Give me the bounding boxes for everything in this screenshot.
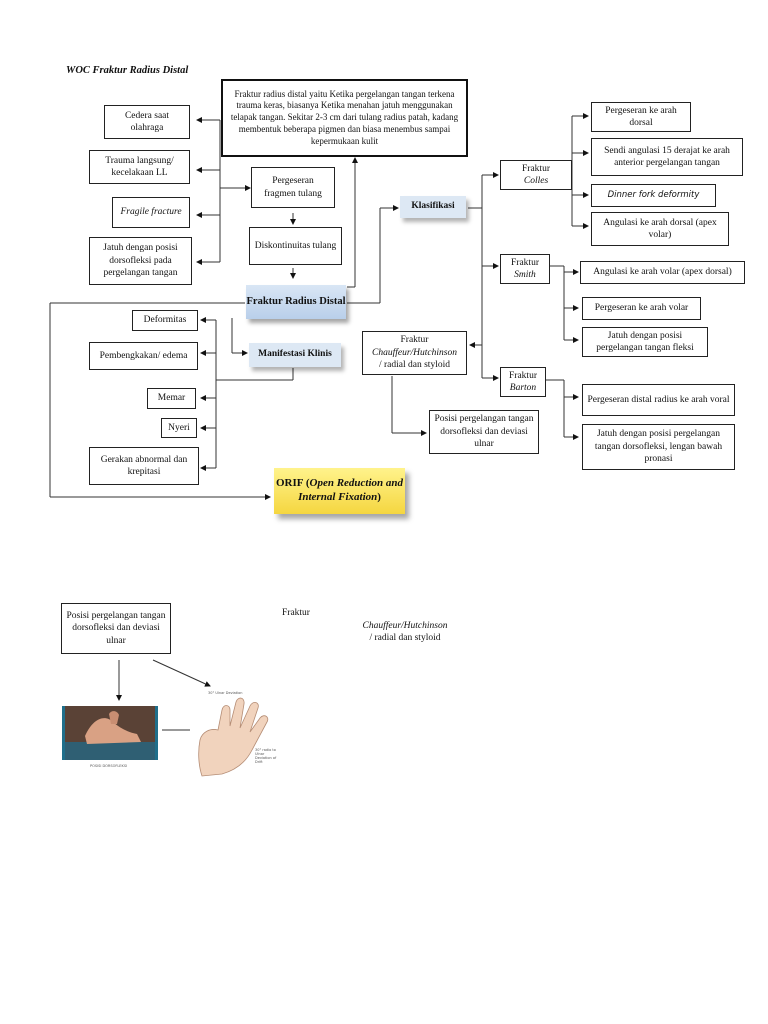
- detail-text: Pergeseran distal radius ke arah voral: [587, 394, 730, 405]
- definition-box: Fraktur radius distal yaitu Ketika perge…: [221, 79, 468, 157]
- hand-label-top: 30° Ulnar Deviation: [208, 691, 243, 695]
- colles-name: Colles: [523, 176, 549, 186]
- colles-word: Fraktur: [522, 163, 550, 174]
- barton-name: Barton: [509, 383, 537, 393]
- center-node: Fraktur Radius Distal: [246, 285, 346, 319]
- klasifikasi-text: Klasifikasi: [411, 201, 455, 212]
- detail-text: Dinner fork deformity: [607, 189, 700, 200]
- symptom-box-deformitas: Deformitas: [132, 310, 198, 331]
- smith-detail-3: Jatuh dengan posisi pergelangan tangan f…: [582, 327, 708, 357]
- center-text: Fraktur Radius Distal: [246, 296, 346, 308]
- barton-detail-2: Jatuh dengan posisi pergelangan tangan d…: [582, 424, 735, 470]
- symptom-text: Gerakan abnormal dan krepitasi: [100, 454, 188, 477]
- detail-text: Pergeseran ke arah dorsal: [605, 105, 677, 128]
- smith-detail-2: Pergeseran ke arah volar: [582, 297, 701, 320]
- smith-word: Fraktur: [511, 257, 539, 268]
- symptom-text: Deformitas: [143, 315, 187, 326]
- colles-detail-4: Angulasi ke arah dorsal (apex volar): [591, 212, 729, 246]
- hand-drawing: [198, 697, 269, 777]
- symptom-box-memar: Memar: [147, 388, 196, 409]
- lower-posisi-box: Posisi pergelangan tangan dorsofleksi da…: [61, 603, 171, 654]
- orif-node: ORIF (Open Reduction and Internal Fixati…: [274, 468, 405, 514]
- barton-detail-1: Pergeseran distal radius ke arah voral: [582, 384, 735, 416]
- detail-text: Jatuh dengan posisi pergelangan tangan f…: [596, 330, 694, 353]
- lower-posisi-text: Posisi pergelangan tangan dorsofleksi da…: [66, 610, 166, 646]
- chauffeur-name: Chauffeur/Hutchinson: [372, 347, 457, 358]
- diagram-title: WOC Fraktur Radius Distal: [66, 65, 189, 76]
- detail-text: Angulasi ke arah dorsal (apex volar): [603, 217, 717, 240]
- lower-fraktur-word: Fraktur: [282, 608, 310, 618]
- wrist-photo-caption: POSISI DORSOFLEKSI: [90, 764, 128, 768]
- lower-fraktur-name: Chauffeur/Hutchinson: [362, 621, 448, 631]
- cause-box-trauma: Trauma langsung/ kecelakaan LL: [89, 150, 190, 184]
- detail-text: Posisi pergelangan tangan dorsofleksi da…: [434, 414, 534, 450]
- smith-name: Smith: [514, 270, 536, 280]
- symptom-box-krepitasi: Gerakan abnormal dan krepitasi: [89, 447, 199, 485]
- colles-detail-2: Sendi angulasi 15 derajat ke arah anteri…: [591, 138, 743, 176]
- detail-text: Pergeseran ke arah volar: [594, 303, 689, 314]
- smith-detail-1: Angulasi ke arah volar (apex dorsal): [580, 261, 745, 284]
- lower-fraktur-label: Chauffeur/Hutchinson / radial dan styloi…: [350, 620, 460, 645]
- definition-text: Fraktur radius distal yaitu Ketika perge…: [230, 88, 459, 146]
- colles-detail-1: Pergeseran ke arah dorsal: [591, 102, 691, 132]
- cause-box-fragile: Fragile fracture: [112, 197, 190, 228]
- cause-text: Jatuh dengan posisi dorsofleksi pada per…: [103, 243, 178, 279]
- detail-text: Angulasi ke arah volar (apex dorsal): [593, 267, 732, 278]
- colles-detail-3: Dinner fork deformity: [591, 184, 716, 207]
- cause-box-jatuh: Jatuh dengan posisi dorsofleksi pada per…: [89, 237, 192, 285]
- symptom-text: Pembengkakan/ edema: [99, 350, 188, 361]
- klasifikasi-node: Klasifikasi: [400, 196, 466, 218]
- manifestasi-text: Manifestasi Klinis: [258, 349, 332, 360]
- symptom-text: Memar: [157, 393, 186, 404]
- mechanism-text: Diskontinuitas tulang: [254, 240, 337, 251]
- wrist-photo-drawing: [65, 706, 155, 760]
- cause-box-olahraga: Cedera saat olahraga: [104, 105, 190, 139]
- detail-text: Jatuh dengan posisi pergelangan tangan d…: [594, 429, 723, 465]
- wrist-photo: [62, 706, 158, 760]
- cause-text: Trauma langsung/ kecelakaan LL: [105, 155, 174, 178]
- cause-text: Cedera saat olahraga: [124, 110, 170, 133]
- mechanism-box-pergeseran: Pergeseran fragmen tulang: [251, 167, 335, 208]
- symptom-box-nyeri: Nyeri: [161, 418, 197, 438]
- orif-prefix: ORIF (: [275, 477, 310, 490]
- symptom-text: Nyeri: [168, 422, 190, 433]
- orif-italic-text: Open Reduction and Internal Fixation: [298, 477, 404, 503]
- manifestasi-node: Manifestasi Klinis: [249, 343, 341, 367]
- chauffeur-detail: Posisi pergelangan tangan dorsofleksi da…: [429, 410, 539, 454]
- mechanism-box-diskontinuitas: Diskontinuitas tulang: [249, 227, 342, 265]
- orif-text: ORIF (Open Reduction and Internal Fixati…: [275, 477, 404, 503]
- mechanism-text: Pergeseran fragmen tulang: [264, 176, 322, 199]
- lower-fraktur-suffix: / radial dan styloid: [369, 633, 441, 644]
- barton-word: Fraktur: [509, 370, 537, 381]
- chauffeur-suffix: / radial dan styloid: [379, 360, 450, 371]
- hand-label-side: 30° radio to Ulnar Deviation of Drift: [255, 748, 277, 764]
- cause-text: Fragile fracture: [120, 207, 182, 218]
- detail-text: Sendi angulasi 15 derajat ke arah anteri…: [604, 145, 730, 168]
- symptom-box-edema: Pembengkakan/ edema: [89, 342, 198, 370]
- hand-illustration: [192, 690, 278, 778]
- chauffeur-word: Fraktur: [400, 335, 429, 346]
